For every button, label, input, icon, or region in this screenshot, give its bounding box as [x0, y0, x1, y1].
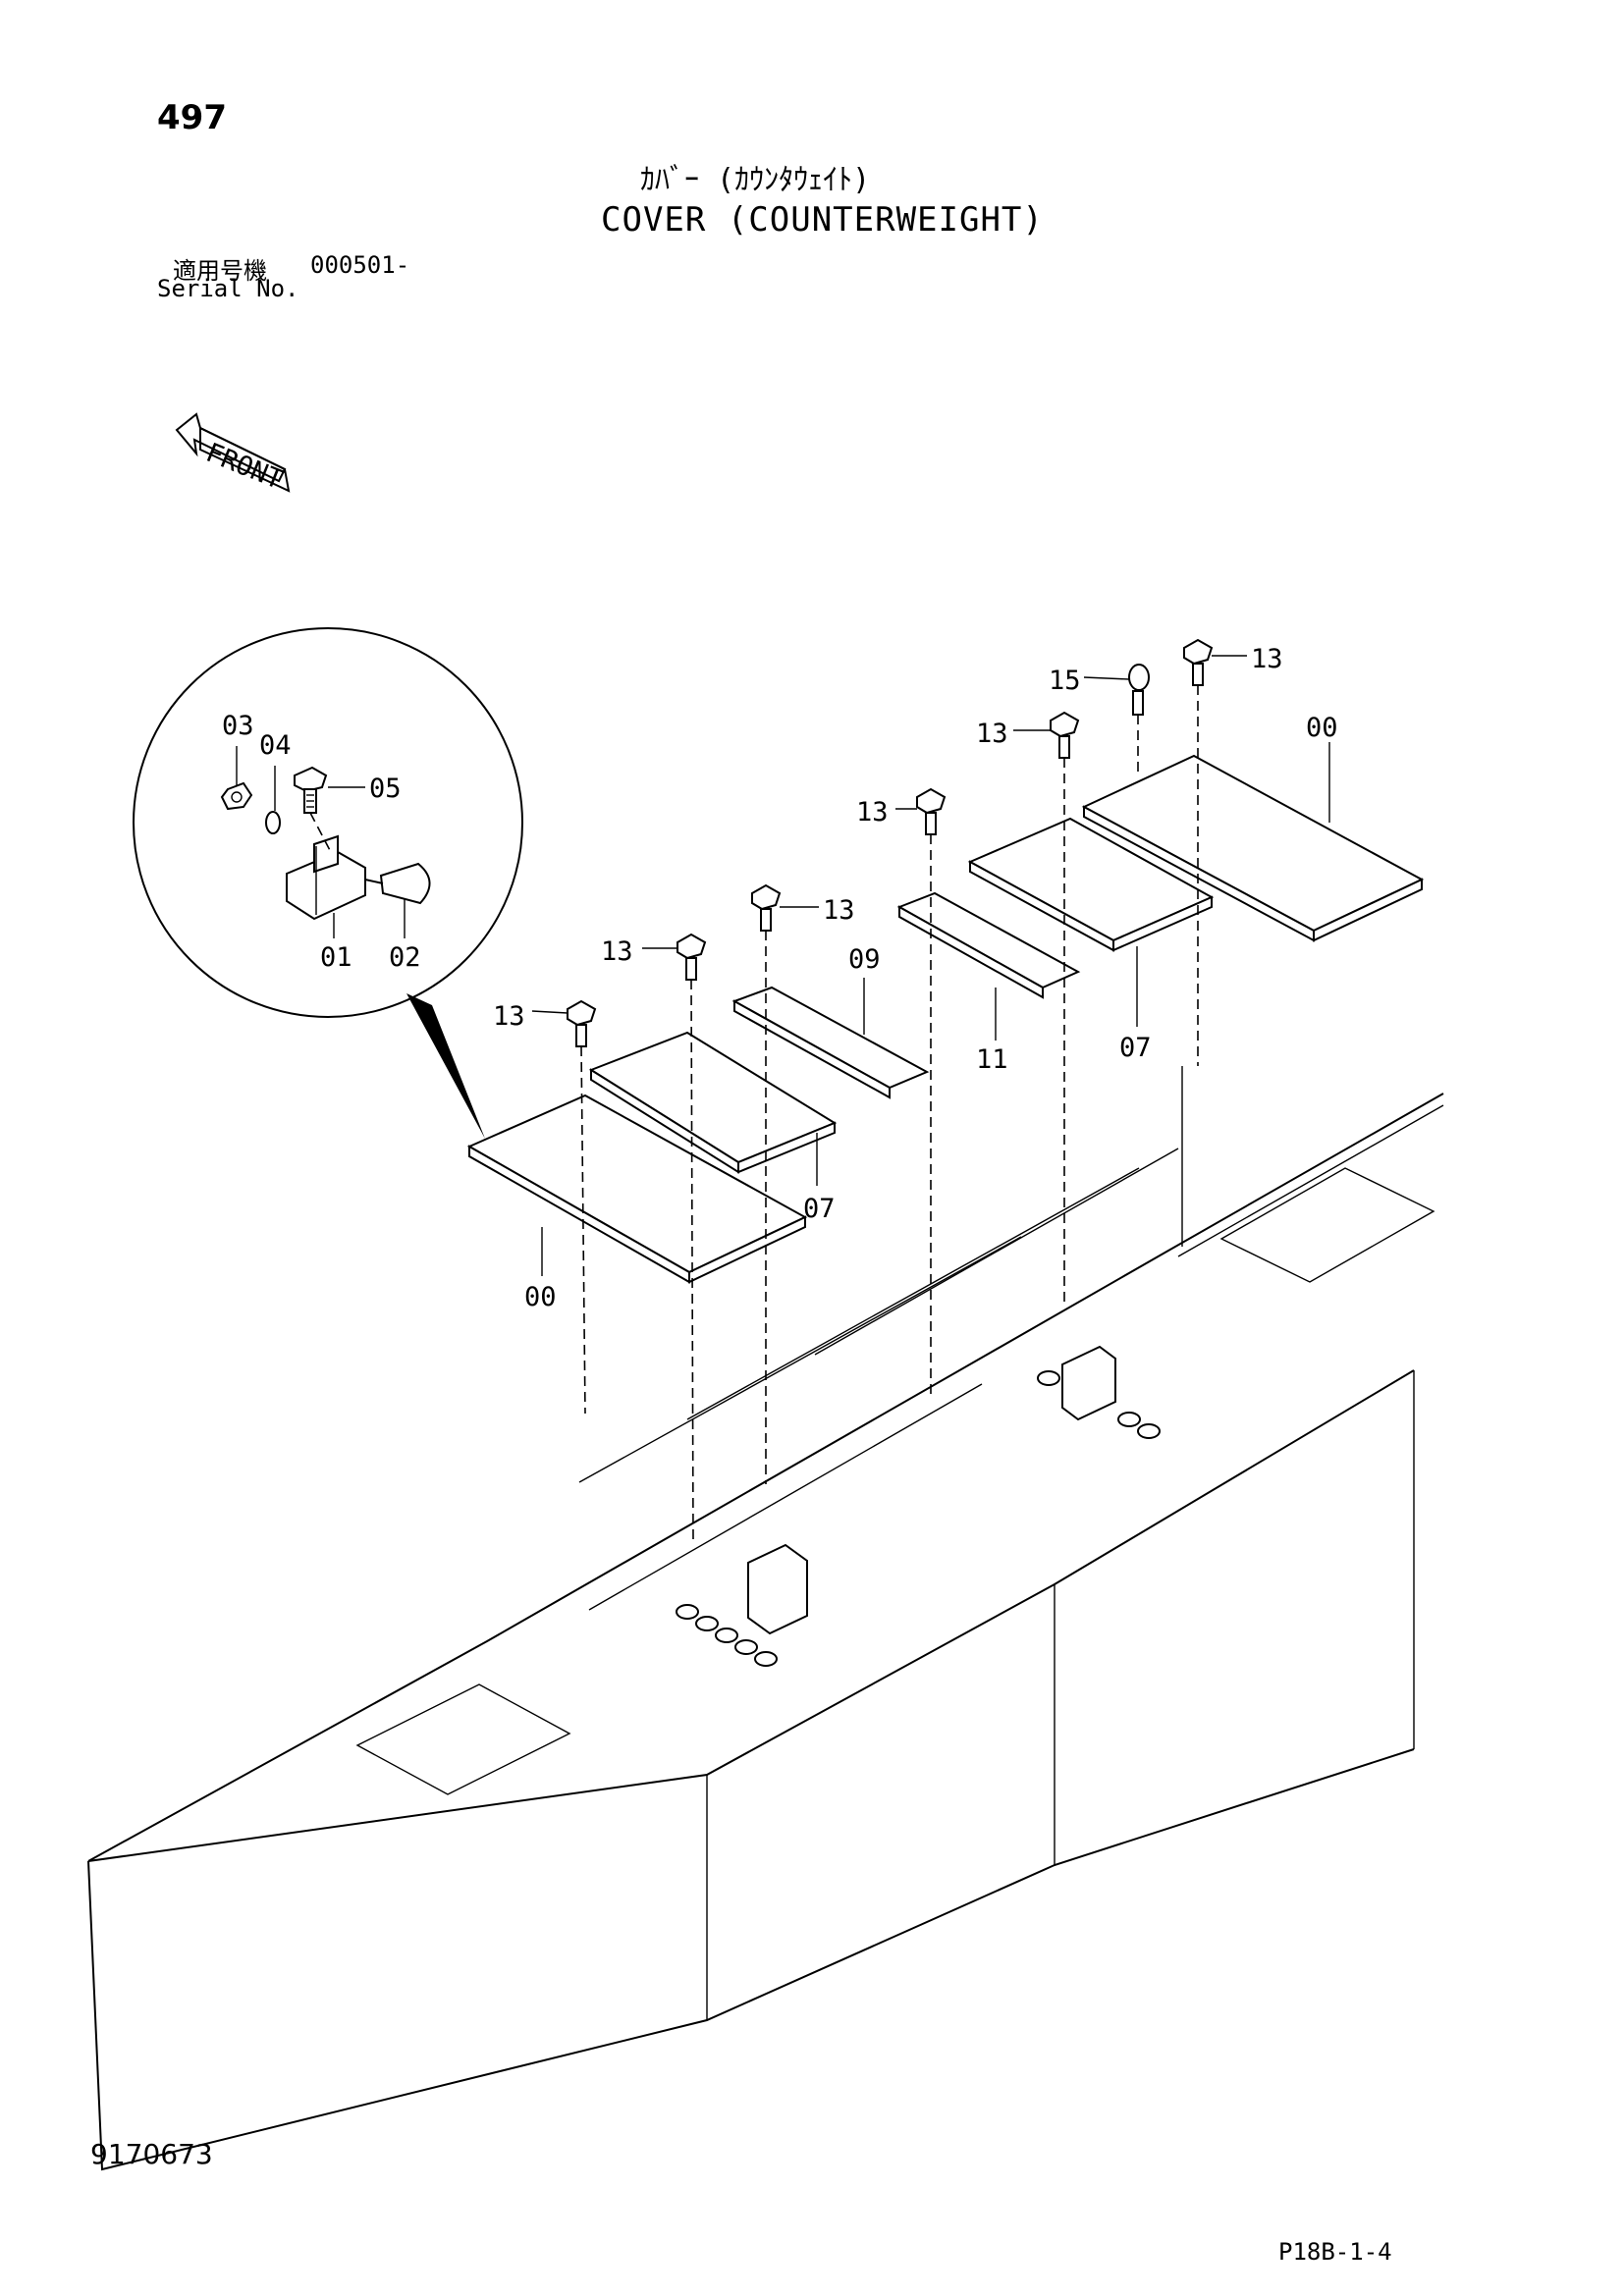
eyebolt-15	[1128, 664, 1150, 716]
page-number: 497	[157, 98, 227, 137]
bolt-13-c	[751, 883, 782, 932]
serial-label-japanese: 適用号機	[173, 257, 267, 285]
bolt-13-d	[916, 787, 947, 835]
cover-plate-09	[731, 986, 930, 1099]
bolt-13-e	[1050, 711, 1080, 759]
cover-plate-11	[896, 891, 1081, 999]
sheet-code: P18B-1-4	[1278, 2238, 1392, 2266]
callout-01: 01	[320, 942, 352, 973]
serial-number-value: 000501-	[310, 251, 410, 279]
cover-plate-07-left	[588, 1031, 838, 1174]
callout-13: 13	[976, 719, 1008, 749]
cover-plate-00-left	[466, 1094, 808, 1284]
callout-13: 13	[493, 1001, 525, 1032]
callout-07: 07	[803, 1194, 836, 1224]
counterweight-body	[87, 1093, 1444, 2171]
callout-04: 04	[259, 730, 292, 761]
callout-13: 13	[601, 936, 633, 967]
callout-13: 13	[1251, 644, 1283, 674]
bolt-13-a	[567, 999, 597, 1047]
cover-plate-00-right	[1081, 754, 1425, 942]
detail-magnifier: 03 04 05 01 02	[133, 627, 523, 1139]
callout-13: 13	[823, 895, 855, 926]
callout-02: 02	[389, 942, 421, 973]
callout-09: 09	[848, 944, 881, 975]
callout-03: 03	[222, 711, 254, 741]
bolt-13-f	[1183, 638, 1214, 686]
callout-05: 05	[369, 774, 402, 804]
callout-00: 00	[1306, 713, 1338, 743]
page-title: COVER (COUNTERWEIGHT)	[601, 200, 1044, 240]
bolt-13-b	[677, 933, 707, 981]
serial-label: Serial No.	[157, 275, 299, 302]
cover-plate-07-right	[967, 817, 1215, 952]
callout-00: 00	[524, 1282, 557, 1312]
leader-lines	[531, 655, 1330, 1276]
callout-11: 11	[976, 1044, 1008, 1075]
front-label: FRONT	[201, 438, 287, 496]
callout-15: 15	[1049, 666, 1081, 696]
callout-13: 13	[856, 797, 889, 828]
document-number: 9170673	[90, 2138, 213, 2170]
front-arrow-icon: FRONT	[175, 412, 291, 496]
page-title-japanese: ｶﾊﾞｰ (ｶｳﾝﾀｳｪｲﾄ)	[640, 163, 871, 197]
callout-07: 07	[1119, 1033, 1152, 1063]
assembly-center-lines	[580, 685, 1199, 1542]
